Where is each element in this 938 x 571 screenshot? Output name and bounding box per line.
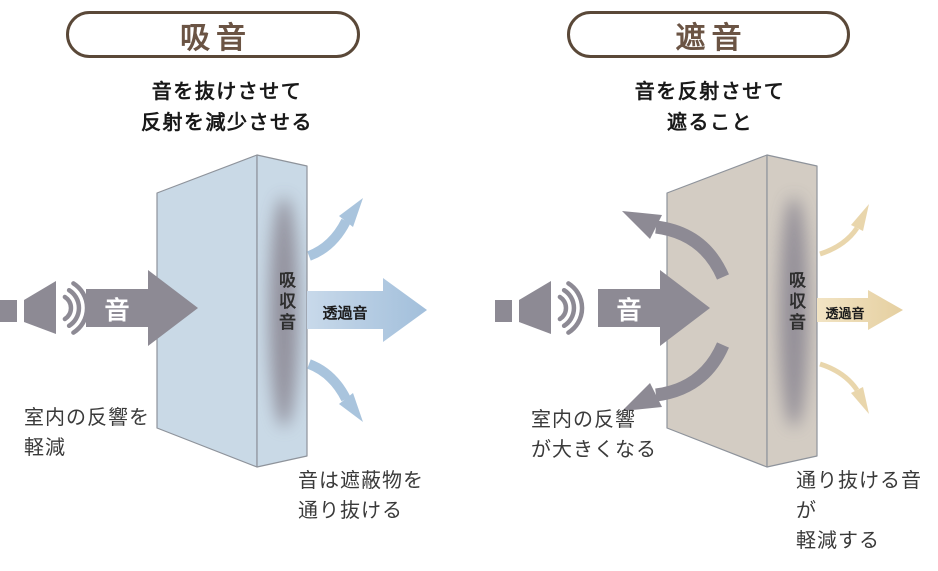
reflect-arrow-up-icon — [622, 211, 729, 280]
insulation-subtitle: 音を反射させて 遮ること — [535, 76, 885, 138]
incident-sound-arrow — [598, 270, 710, 346]
absorption-result-note: 音は遮蔽物を 通り抜ける — [298, 465, 424, 525]
insulation-graphic — [495, 154, 903, 468]
insulation-room-note: 室内の反響 が大きくなる — [531, 404, 657, 464]
reflect-arrow-down-icon — [622, 342, 729, 411]
leak-arrow-down-icon — [819, 361, 869, 414]
absorption-absorbed-label: 吸収音 — [275, 271, 295, 334]
insulation-subtitle-line2: 遮ること — [667, 110, 753, 134]
absorption-panel — [156, 154, 308, 468]
absorption-title: 吸音 — [180, 20, 252, 56]
insulation-subtitle-line1: 音を反射させて — [634, 79, 786, 103]
absorption-graphic — [0, 154, 427, 468]
absorption-subtitle-line1: 音を抜けさせて — [151, 79, 303, 103]
note-line: 通り抜ける音が — [796, 468, 922, 522]
absorbed-sound-smudge — [779, 197, 809, 427]
insulation-absorbed-label: 吸収音 — [785, 271, 805, 334]
absorption-title-badge: 吸音 — [66, 11, 360, 58]
absorption-subtitle: 音を抜けさせて 反射を減少させる — [52, 76, 402, 138]
absorbed-sound-smudge — [269, 197, 299, 427]
note-line: が大きくなる — [531, 437, 657, 461]
absorption-subtitle-line2: 反射を減少させる — [141, 110, 313, 134]
note-line: 軽減する — [796, 528, 880, 552]
absorption-room-note: 室内の反響を 軽減 — [24, 402, 150, 462]
insulation-result-note: 通り抜ける音が 軽減する — [796, 465, 938, 555]
note-line: 室内の反響 — [531, 407, 636, 431]
absorption-sound-label: 音 — [104, 295, 130, 325]
scatter-arrow-down-icon — [307, 359, 363, 422]
note-line: 通り抜ける — [298, 498, 403, 522]
absorption-transmitted-label: 透過音 — [322, 304, 368, 322]
insulation-transmitted-label: 透過音 — [825, 307, 865, 322]
leak-arrow-up-icon — [819, 204, 869, 257]
note-line: 室内の反響を — [24, 405, 150, 429]
insulation-title-badge: 遮音 — [567, 11, 850, 58]
insulation-title: 遮音 — [675, 20, 748, 56]
insulation-sound-label: 音 — [616, 295, 642, 325]
note-line: 音は遮蔽物を — [298, 468, 424, 492]
note-line: 軽減 — [24, 435, 66, 459]
transmitted-sound-arrow — [307, 278, 427, 342]
scatter-arrow-up-icon — [307, 198, 363, 261]
transmitted-sound-arrow — [817, 290, 903, 330]
incident-sound-arrow — [86, 270, 198, 346]
